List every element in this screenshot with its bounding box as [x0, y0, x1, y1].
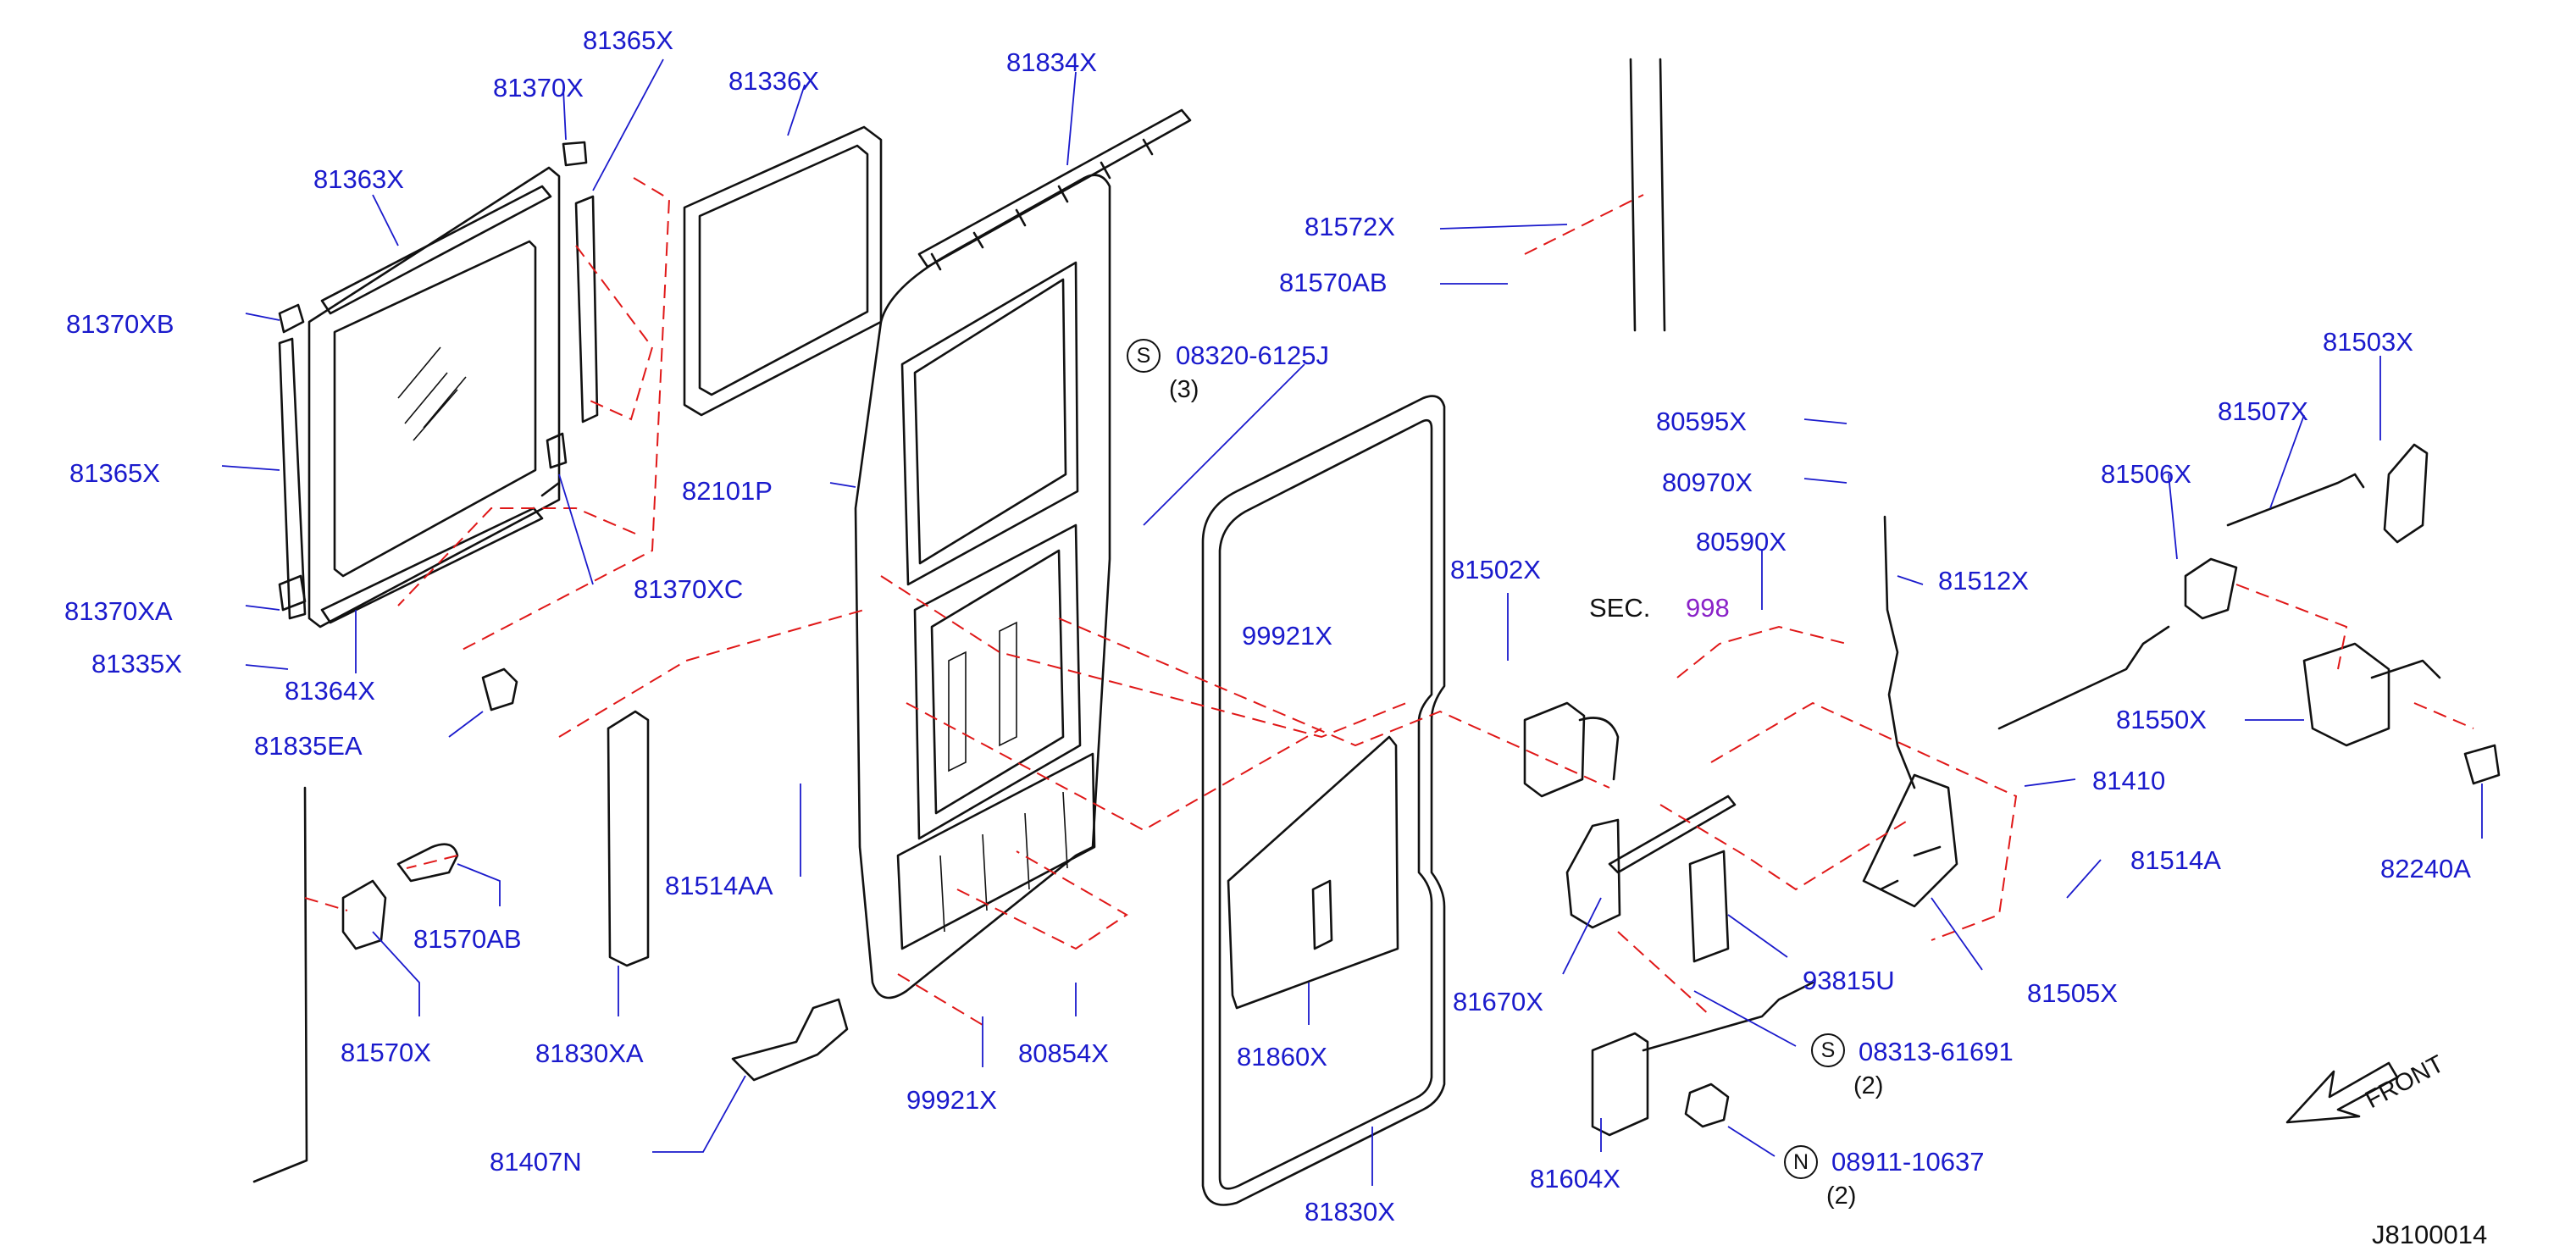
badge-s-08313: S [1811, 1033, 1845, 1067]
weatherstrip-81336X [683, 125, 883, 417]
part-label-08313-61691[interactable]: 08313-61691 [1859, 1037, 2014, 1066]
part-label-81335X[interactable]: 81335X [91, 649, 182, 678]
nut-08911 [1684, 1083, 1730, 1128]
quantity-08313: (2) [1853, 1072, 1884, 1099]
part-label-81604X[interactable]: 81604X [1530, 1164, 1620, 1193]
left-pillar-line [252, 786, 308, 1183]
latch-81550X [2302, 642, 2441, 747]
part-label-81570X[interactable]: 81570X [341, 1038, 431, 1067]
trim-panel-81860X [1227, 735, 1399, 1010]
quantity-08911: (2) [1826, 1182, 1857, 1210]
part-label-81370XA[interactable]: 81370XA [64, 596, 173, 626]
window-glass-assembly [278, 141, 599, 628]
leader-lines [221, 58, 2483, 1186]
part-label-81670X[interactable]: 81670X [1453, 987, 1543, 1016]
body-pillar [1629, 58, 1666, 332]
front-arrow-icon [2285, 1061, 2399, 1124]
part-label-81370X[interactable]: 81370X [493, 73, 584, 102]
door-seal-81830X [1201, 395, 1446, 1206]
part-label-81503X[interactable]: 81503X [2323, 327, 2413, 357]
part-label-80854X[interactable]: 80854X [1018, 1038, 1109, 1068]
badge-s-08320: S [1127, 339, 1161, 373]
part-label-08320-6125J[interactable]: 08320-6125J [1176, 341, 1329, 370]
part-label-80970X[interactable]: 80970X [1662, 468, 1753, 497]
rod-81550X [1997, 625, 2170, 730]
part-label-81365X-left[interactable]: 81365X [69, 458, 160, 488]
rod-81507X [2226, 473, 2365, 527]
lock-81505X [1862, 773, 1958, 908]
bellcrank-81506X [2184, 557, 2238, 620]
part-label-80595X[interactable]: 80595X [1656, 407, 1747, 436]
part-label-81514AA[interactable]: 81514AA [665, 871, 773, 900]
diagram-code: J8100014 [2372, 1220, 2488, 1249]
part-label-81364X[interactable]: 81364X [285, 676, 375, 706]
latch-81604X [1591, 1032, 1649, 1137]
part-label-81336X[interactable]: 81336X [728, 66, 819, 96]
bracket-81407N [731, 998, 849, 1082]
part-label-81572X[interactable]: 81572X [1305, 212, 1395, 241]
rod-81604X [1642, 981, 1814, 1052]
part-label-82240A[interactable]: 82240A [2380, 854, 2471, 883]
part-label-81502X[interactable]: 81502X [1450, 555, 1541, 584]
part-label-81363X[interactable]: 81363X [313, 164, 404, 194]
part-label-81834X[interactable]: 81834X [1006, 47, 1097, 77]
rail-81834X [917, 108, 1192, 271]
part-label-81830X[interactable]: 81830X [1305, 1197, 1395, 1227]
pin-81570AB [396, 843, 459, 883]
part-label-81407N[interactable]: 81407N [490, 1147, 582, 1177]
bracket-81503X [2383, 443, 2429, 544]
part-label-81507X[interactable]: 81507X [2218, 396, 2308, 426]
part-label-81410[interactable]: 81410 [2092, 766, 2166, 795]
guide-81835EA [481, 667, 518, 712]
part-label-80590X[interactable]: 80590X [1696, 527, 1787, 557]
bolt-82240A [2463, 744, 2501, 785]
part-label-81830XA[interactable]: 81830XA [535, 1038, 644, 1068]
part-label-81570AB-top[interactable]: 81570AB [1279, 268, 1388, 297]
part-label-81370XB[interactable]: 81370XB [66, 309, 175, 339]
part-label-81860X[interactable]: 81860X [1237, 1042, 1327, 1071]
cover-93815U [1688, 850, 1730, 963]
part-label-81506X[interactable]: 81506X [2101, 459, 2191, 489]
part-label-81512X[interactable]: 81512X [1938, 566, 2029, 595]
door-inner-panel [854, 174, 1111, 1000]
part-label-99921X-top[interactable]: 99921X [1242, 621, 1332, 651]
part-label-81570AB-bottom[interactable]: 81570AB [413, 924, 522, 954]
actuator-81502X [1523, 701, 1620, 798]
part-label-93815U[interactable]: 93815U [1803, 966, 1895, 995]
part-label-81835EA[interactable]: 81835EA [254, 731, 363, 761]
part-label-81514A[interactable]: 81514A [2130, 845, 2221, 875]
badge-n-08911: N [1784, 1145, 1818, 1179]
part-label-81550X[interactable]: 81550X [2116, 705, 2207, 734]
part-label-81505X[interactable]: 81505X [2027, 978, 2118, 1008]
part-label-99921X-bottom[interactable]: 99921X [906, 1085, 997, 1115]
quantity-08320: (3) [1169, 376, 1199, 403]
part-label-81365X-top[interactable]: 81365X [583, 25, 673, 55]
handle-81670X [1565, 795, 1737, 929]
strip-81830XA [607, 710, 650, 967]
part-label-82101P[interactable]: 82101P [682, 476, 773, 506]
rod-81512X [1883, 515, 1916, 789]
part-label-08911-10637[interactable]: 08911-10637 [1831, 1147, 1985, 1177]
assembly-lines [304, 177, 2474, 1026]
section-label: SEC. [1589, 593, 1651, 623]
section-reference-998[interactable]: 998 [1686, 593, 1730, 623]
part-label-81370XC[interactable]: 81370XC [634, 574, 744, 604]
